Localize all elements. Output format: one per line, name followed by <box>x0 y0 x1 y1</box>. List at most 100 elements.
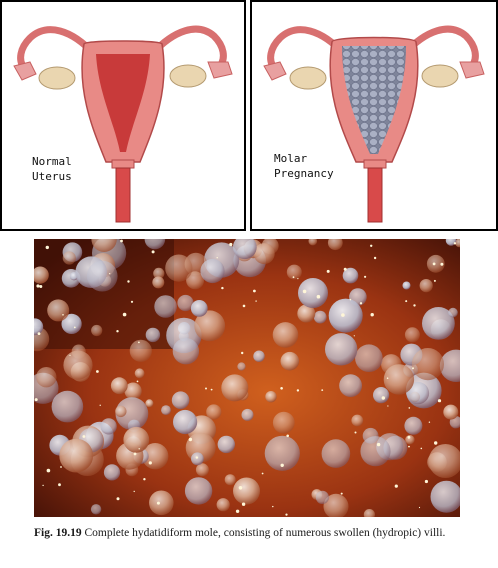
normal-uterus-illustration <box>13 25 233 223</box>
highlight-speck <box>69 354 71 356</box>
normal-uterus-label: Normal Uterus <box>32 154 72 184</box>
vesicle <box>286 264 302 280</box>
highlight-speck <box>116 497 120 501</box>
vesicle <box>184 477 213 505</box>
vesicle <box>411 348 444 381</box>
vesicle <box>297 304 316 323</box>
vesicle <box>194 310 226 342</box>
vesicle <box>206 404 222 420</box>
vesicle <box>142 443 169 470</box>
highlight-speck <box>188 437 193 442</box>
villi-vesicles <box>34 239 460 517</box>
vesicle <box>351 414 364 427</box>
highlight-speck <box>242 304 246 308</box>
vesicle <box>221 374 249 402</box>
highlight-speck <box>116 330 119 333</box>
vesicle <box>265 391 277 403</box>
vesicle <box>165 254 193 282</box>
vesicle <box>152 276 165 289</box>
vesicle <box>406 381 430 405</box>
highlight-speck <box>143 478 146 481</box>
highlight-speck <box>133 490 135 493</box>
highlight-speck <box>370 244 373 247</box>
molar-pregnancy-label: Molar Pregnancy <box>274 151 334 181</box>
vesicle <box>323 493 349 517</box>
vesicle <box>123 426 150 453</box>
vesicle <box>177 294 194 312</box>
vesicle <box>153 267 165 279</box>
vesicle <box>63 350 93 380</box>
vesicle <box>161 405 171 415</box>
highlight-speck <box>386 377 389 379</box>
vesicle <box>86 260 118 292</box>
highlight-speck <box>210 388 213 391</box>
vesicle <box>342 267 359 284</box>
highlight-speck <box>340 492 343 495</box>
vesicle <box>422 307 455 340</box>
highlight-speck <box>151 250 155 254</box>
highlight-speck <box>286 434 289 438</box>
highlight-speck <box>229 242 233 247</box>
vesicle <box>129 339 152 362</box>
highlight-speck <box>280 463 284 467</box>
vesicle <box>195 463 209 477</box>
highlight-speck <box>326 269 330 273</box>
highlight-speck <box>122 312 127 317</box>
highlight-speck <box>130 300 134 303</box>
highlight-speck <box>349 298 352 301</box>
vesicle <box>298 278 328 308</box>
highlight-speck <box>405 300 408 303</box>
highlight-speck <box>195 456 199 459</box>
vesicle <box>373 387 390 404</box>
highlight-speck <box>359 302 363 305</box>
highlight-speck <box>394 484 398 488</box>
molar-label-line1: Molar <box>274 152 308 165</box>
highlight-speck <box>296 389 300 392</box>
vesicle <box>443 404 459 420</box>
molar-label-line2: Pregnancy <box>274 167 334 180</box>
vesicle <box>383 364 415 395</box>
vesicle <box>321 439 351 468</box>
vesicle <box>171 391 190 409</box>
vesicle <box>264 435 300 471</box>
highlight-speck <box>437 399 442 403</box>
highlight-speck <box>148 461 152 465</box>
highlight-speck <box>434 441 438 445</box>
vesicle <box>172 338 200 365</box>
vesicle <box>404 327 420 343</box>
vesicle <box>224 474 236 486</box>
vesicle <box>448 307 458 318</box>
vesicle <box>308 239 318 246</box>
highlight-speck <box>62 314 64 316</box>
highlight-speck <box>433 279 436 282</box>
vesicle <box>34 318 44 336</box>
vesicle <box>62 251 76 265</box>
highlight-speck <box>280 387 283 390</box>
highlight-speck <box>432 262 436 266</box>
vesicle <box>253 350 265 362</box>
vesicle <box>59 438 94 473</box>
vesicle <box>145 399 154 408</box>
highlight-speck <box>255 300 257 302</box>
vesicle <box>110 377 128 395</box>
highlight-speck <box>221 286 224 290</box>
highlight-speck <box>138 341 140 344</box>
vesicle <box>253 243 275 265</box>
vesicle <box>233 477 260 505</box>
highlight-speck <box>241 351 244 355</box>
vesicle <box>428 444 460 478</box>
highlight-speck <box>408 407 411 409</box>
vesicle <box>47 299 70 322</box>
highlight-speck <box>235 509 240 513</box>
highlight-speck <box>412 367 414 370</box>
vesicle <box>191 452 204 466</box>
vesicle <box>355 344 383 372</box>
molar-uterus-illustration <box>263 25 485 223</box>
highlight-speck <box>364 275 367 278</box>
highlight-speck <box>453 242 457 245</box>
highlight-speck <box>205 387 207 390</box>
highlight-speck <box>407 435 411 439</box>
figure-caption-text: Complete hydatidiform mole, consisting o… <box>84 527 446 539</box>
vesicle <box>363 509 375 517</box>
vesicle <box>272 411 295 434</box>
